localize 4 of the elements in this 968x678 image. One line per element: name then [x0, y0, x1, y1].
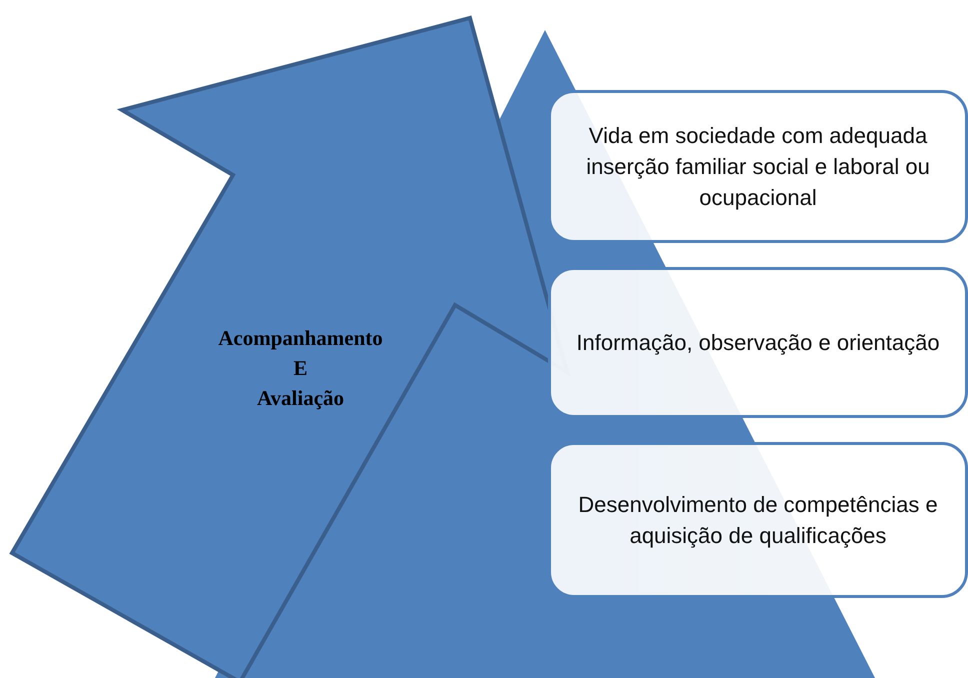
arrow-label: Acompanhamento E Avaliação	[217, 325, 384, 412]
text-box: Desenvolvimento de competências e aquisição de qualificações	[548, 442, 968, 598]
text-box: Vida em sociedade com adequada inserção familiar social e laboral ou ocupacional	[548, 90, 968, 243]
text-box: Informação, observação e orientação	[548, 267, 968, 418]
